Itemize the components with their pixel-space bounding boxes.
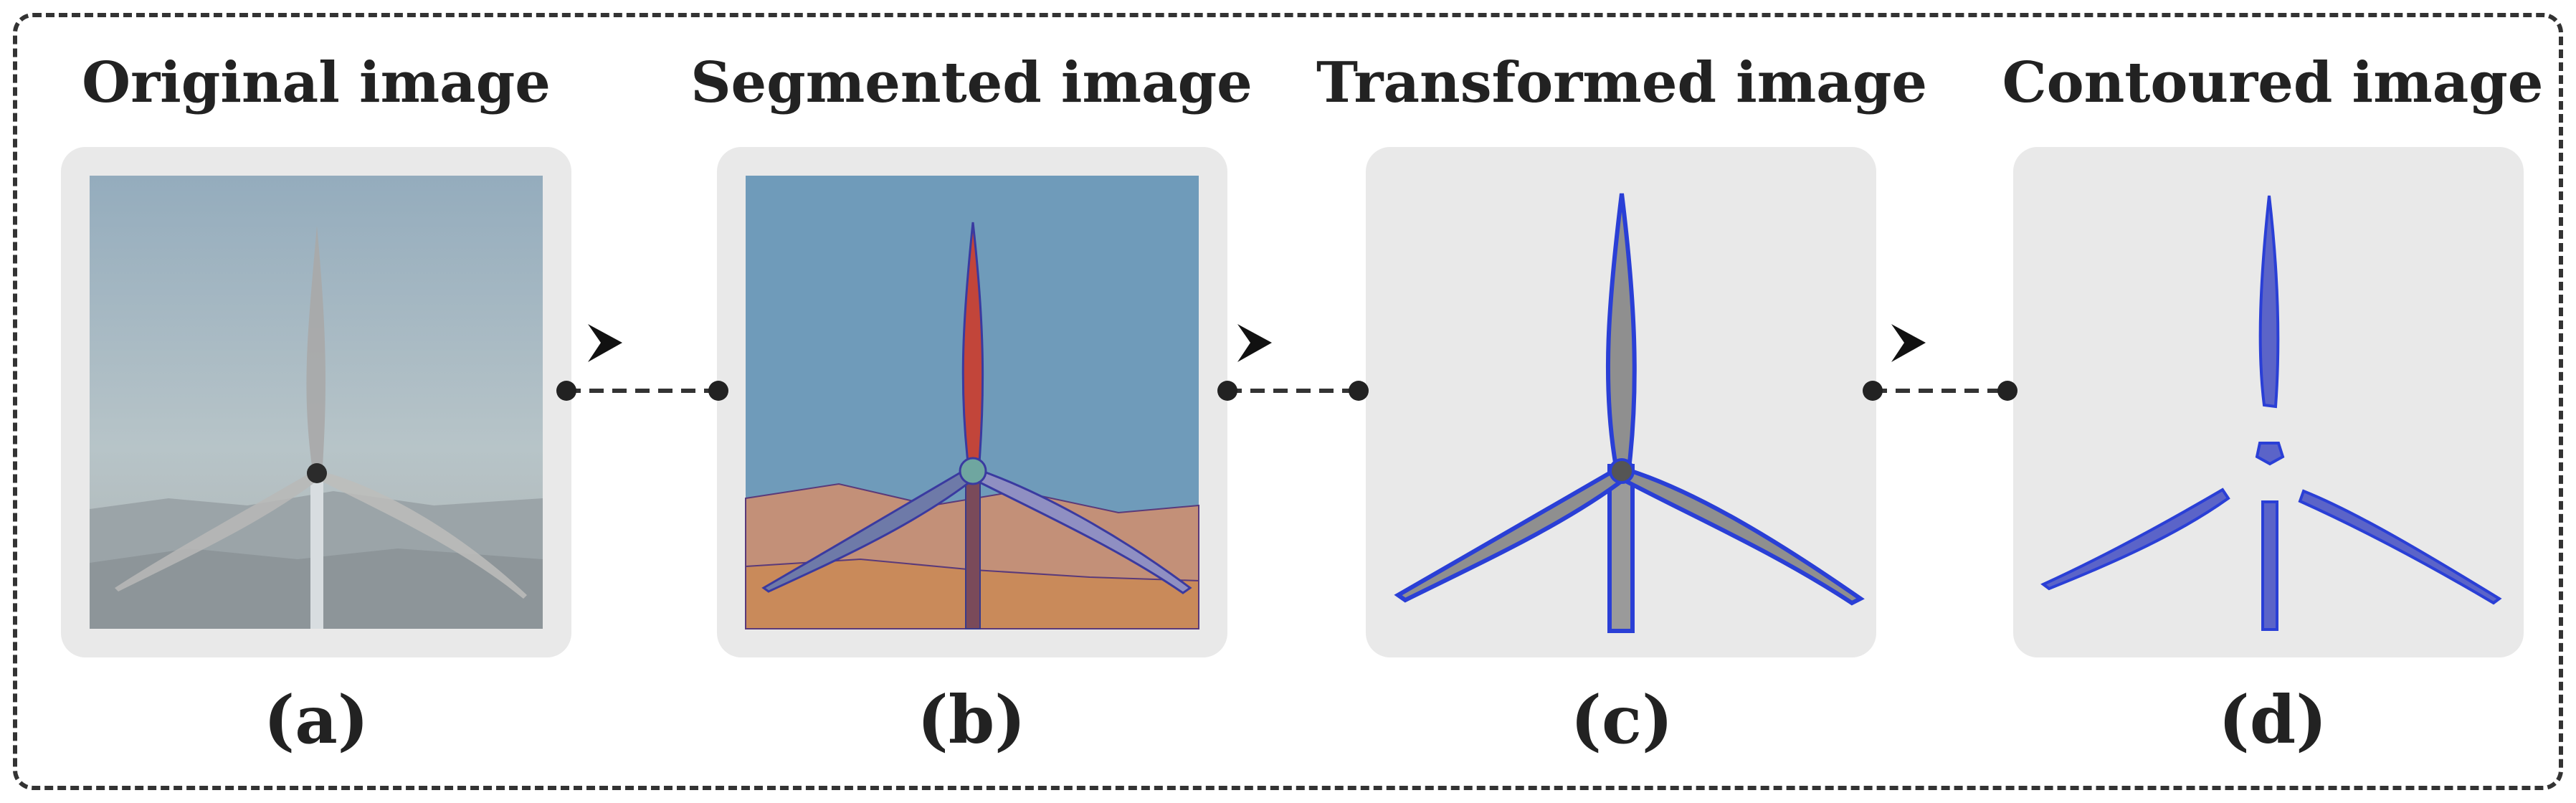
panel-d-contoured-image [2013, 147, 2524, 657]
arrowhead-icon [1891, 324, 1926, 362]
panel-a-title: Original image [82, 50, 551, 115]
panel-b-title: Segmented image [690, 50, 1253, 115]
arrowhead-icon [1237, 324, 1272, 362]
panel-d-label: (d) [2218, 681, 2327, 759]
panel-a-label: (a) [263, 681, 369, 759]
panel-c-title: Transformed image [1316, 50, 1928, 115]
connector-c-d [1863, 324, 2017, 401]
panel-a-original-image [61, 147, 571, 657]
connector-b-c [1217, 324, 1369, 401]
panel-d-title: Contoured image [2002, 50, 2544, 115]
panel-c-label: (c) [1570, 681, 1673, 759]
panel-c-transformed-image [1366, 147, 1876, 657]
connector-a-b [556, 324, 728, 401]
arrowhead-icon [588, 324, 622, 362]
panel-b-segmented-image [717, 147, 1227, 657]
dashed-border-frame [13, 13, 2563, 790]
panel-b-label: (b) [917, 681, 1026, 759]
